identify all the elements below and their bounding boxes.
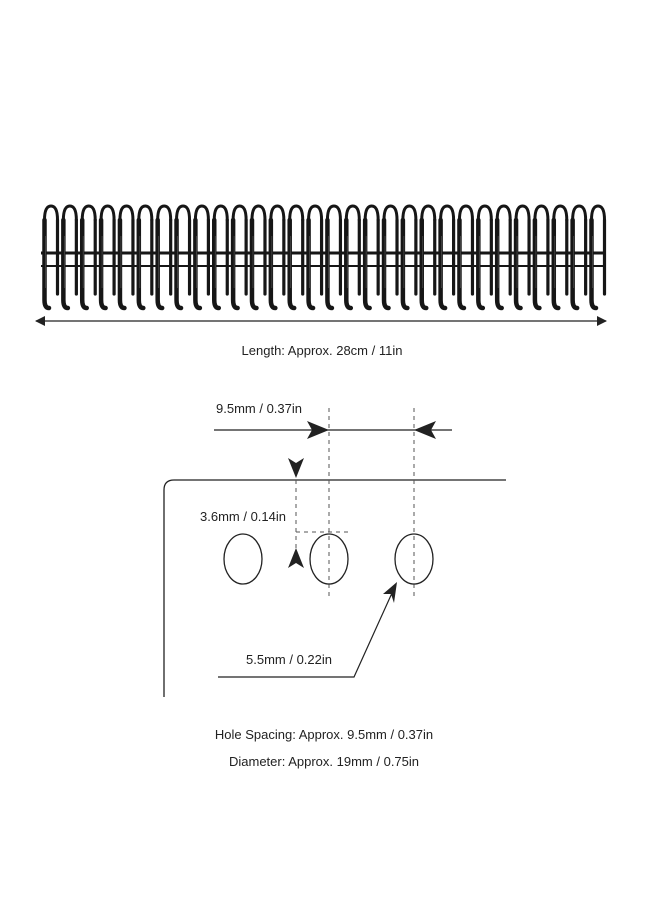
coil-loop-top (175, 204, 192, 222)
spiral-binding-coil-icon (41, 204, 607, 311)
coil-loop-body (98, 217, 108, 311)
hole-circle-1 (223, 533, 263, 585)
coil-loop-body (306, 217, 316, 311)
coil-loop-body (400, 217, 410, 311)
edge-margin-arrows-icon (288, 458, 304, 568)
coil-loop-body (212, 217, 222, 311)
coil-loop-body (79, 217, 89, 311)
coil-loop-top (533, 204, 550, 222)
coil-loop-top (212, 204, 229, 222)
coil-loop-body (155, 217, 165, 311)
coil-loop-top (476, 204, 493, 222)
coil-loop-top (137, 204, 154, 222)
coil-loop-top (495, 204, 512, 222)
dashed-guide-lines (295, 408, 415, 600)
coil-loop-top (457, 204, 474, 222)
coil-loop-top (193, 204, 210, 222)
coil-loop-body (362, 217, 372, 311)
page-edge-outline (163, 479, 506, 697)
coil-loop-top (231, 204, 248, 222)
coil-loop-top (80, 204, 97, 222)
coil-loop-body (193, 217, 203, 311)
coil-loop-top (344, 204, 361, 222)
coil-loop-top (118, 204, 135, 222)
coil-loop-top (288, 204, 305, 222)
edge-margin-label: 3.6mm / 0.14in (200, 509, 286, 524)
coil-loop-body (532, 217, 542, 311)
coil-loop-body (419, 217, 429, 311)
hole-circle-3 (394, 533, 434, 585)
coil-loop-body (61, 217, 71, 311)
coil-loop-body (551, 217, 561, 311)
pitch-dimension-icon (214, 421, 452, 439)
coil-loop-top (401, 204, 418, 222)
coil-loop-body (457, 217, 467, 311)
coil-loop-top (590, 204, 606, 222)
coil-loop-top (571, 204, 588, 222)
coil-loop-body (325, 217, 335, 311)
hole-size-label: 5.5mm / 0.22in (246, 652, 332, 667)
coil-loop-top (363, 204, 380, 222)
diameter-label: Diameter: Approx. 19mm / 0.75in (228, 754, 420, 769)
coil-loop-top (156, 204, 173, 222)
punched-holes (223, 533, 434, 585)
coil-loop-body (344, 217, 354, 311)
coil-loop-top (250, 204, 267, 222)
coil-loop-top (43, 204, 59, 222)
coil-loop-top (61, 204, 78, 222)
coil-loop-body (42, 217, 52, 311)
coil-loop-body (174, 217, 184, 311)
coil-loop-body (230, 217, 240, 311)
coil-loop-top (307, 204, 324, 222)
coil-loop-top (439, 204, 456, 222)
coil-loop-body (494, 217, 504, 311)
coil-loop-body (249, 217, 259, 311)
hole-spacing-label: Hole Spacing: Approx. 9.5mm / 0.37in (214, 727, 434, 742)
coil-loop-body (381, 217, 391, 311)
coil-loop-top (552, 204, 569, 222)
coil-loop-body (117, 217, 127, 311)
coil-loop-body (476, 217, 486, 311)
hole-circle-2 (309, 533, 349, 585)
coil-loop-body (513, 217, 523, 311)
coil-loop-body (268, 217, 278, 311)
coil-loop-body (589, 217, 599, 311)
coil-loop-body (438, 217, 448, 311)
coil-loop-top (382, 204, 399, 222)
coil-loop-body (136, 217, 146, 311)
hole-size-pointer-icon (218, 582, 397, 678)
coil-loop-top (99, 204, 116, 222)
coil-loop-top (420, 204, 437, 222)
coil-loop-body (287, 217, 297, 311)
length-label: Length: Approx. 28cm / 11in (241, 343, 403, 358)
coil-loop-top (325, 204, 342, 222)
coil-loop-body (570, 217, 580, 311)
coil-loop-top (514, 204, 531, 222)
coil-loop-top (269, 204, 286, 222)
pitch-label: 9.5mm / 0.37in (216, 401, 302, 416)
